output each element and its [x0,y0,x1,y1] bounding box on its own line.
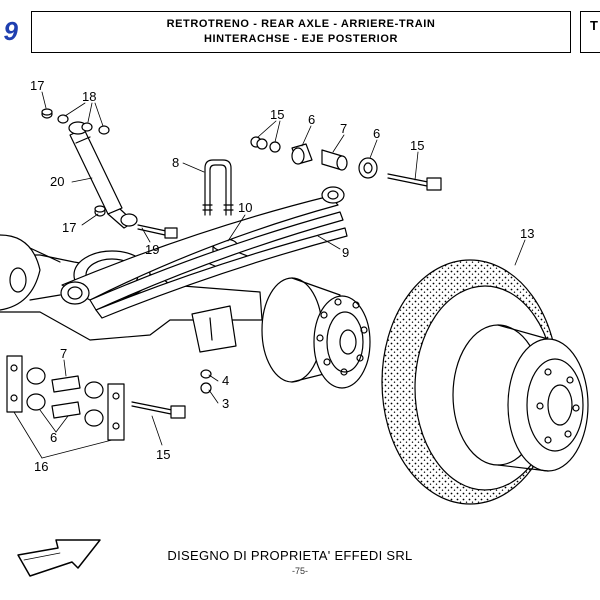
bushing-pair-left [26,367,46,411]
title-box: RETROTRENO - REAR AXLE - ARRIERE-TRAIN H… [31,11,571,53]
brake-drum-hub [261,277,371,389]
spring-bracket [191,305,237,353]
bolt-15-bottom [131,401,186,419]
bushing-17-top [41,108,53,119]
leader-lines [13,91,526,459]
callout-13: 13 [520,226,534,241]
callout-9: 9 [342,245,349,260]
callout-15-bottom: 15 [156,447,170,462]
callout-19: 19 [145,242,159,257]
bushing-6-left [291,143,313,165]
callout-17-top: 17 [30,78,44,93]
callout-15-top-right: 15 [410,138,424,153]
callout-18: 18 [82,89,96,104]
bushing-17-bottom [94,205,106,217]
callout-6-top-right: 6 [373,126,380,141]
callout-6-bottom: 6 [50,430,57,445]
title-line-2: HINTERACHSE - EJE POSTERIOR [203,33,399,45]
sleeve-7 [321,149,348,171]
bushing-6-right [358,157,378,179]
bolt-15-top [387,173,442,191]
title-line-1: RETROTRENO - REAR AXLE - ARRIERE-TRAIN [166,18,436,30]
callout-10: 10 [238,200,252,215]
page-reference: -75- [291,566,308,576]
callout-20: 20 [50,174,64,189]
callout-7-bottom: 7 [60,346,67,361]
section-number: 9 [3,16,18,46]
side-box: T [580,11,600,53]
ownership-notice: DISEGNO DI PROPRIETA' EFFEDI SRL [167,548,413,563]
wheel-rim [452,324,589,472]
u-bolt [202,159,234,216]
orientation-arrow [17,539,101,577]
leaf-spring [60,186,348,319]
callout-16: 16 [34,459,48,474]
bushing-18 [57,114,110,135]
callout-4: 4 [222,373,229,388]
nut-4-washer-3 [200,369,212,394]
bushing-15-left [250,136,281,153]
callout-3: 3 [222,396,229,411]
bolt-19 [137,224,178,239]
callout-6-top-left: 6 [308,112,315,127]
callout-8: 8 [172,155,179,170]
sleeves-7 [51,375,81,419]
callout-15-top-left: 15 [270,107,284,122]
callout-17-bottom: 17 [62,220,76,235]
callout-7-top: 7 [340,121,347,136]
shackle-plate-right [107,383,125,441]
bushing-pair-right [84,381,104,427]
shackle-plate-left [6,355,23,413]
